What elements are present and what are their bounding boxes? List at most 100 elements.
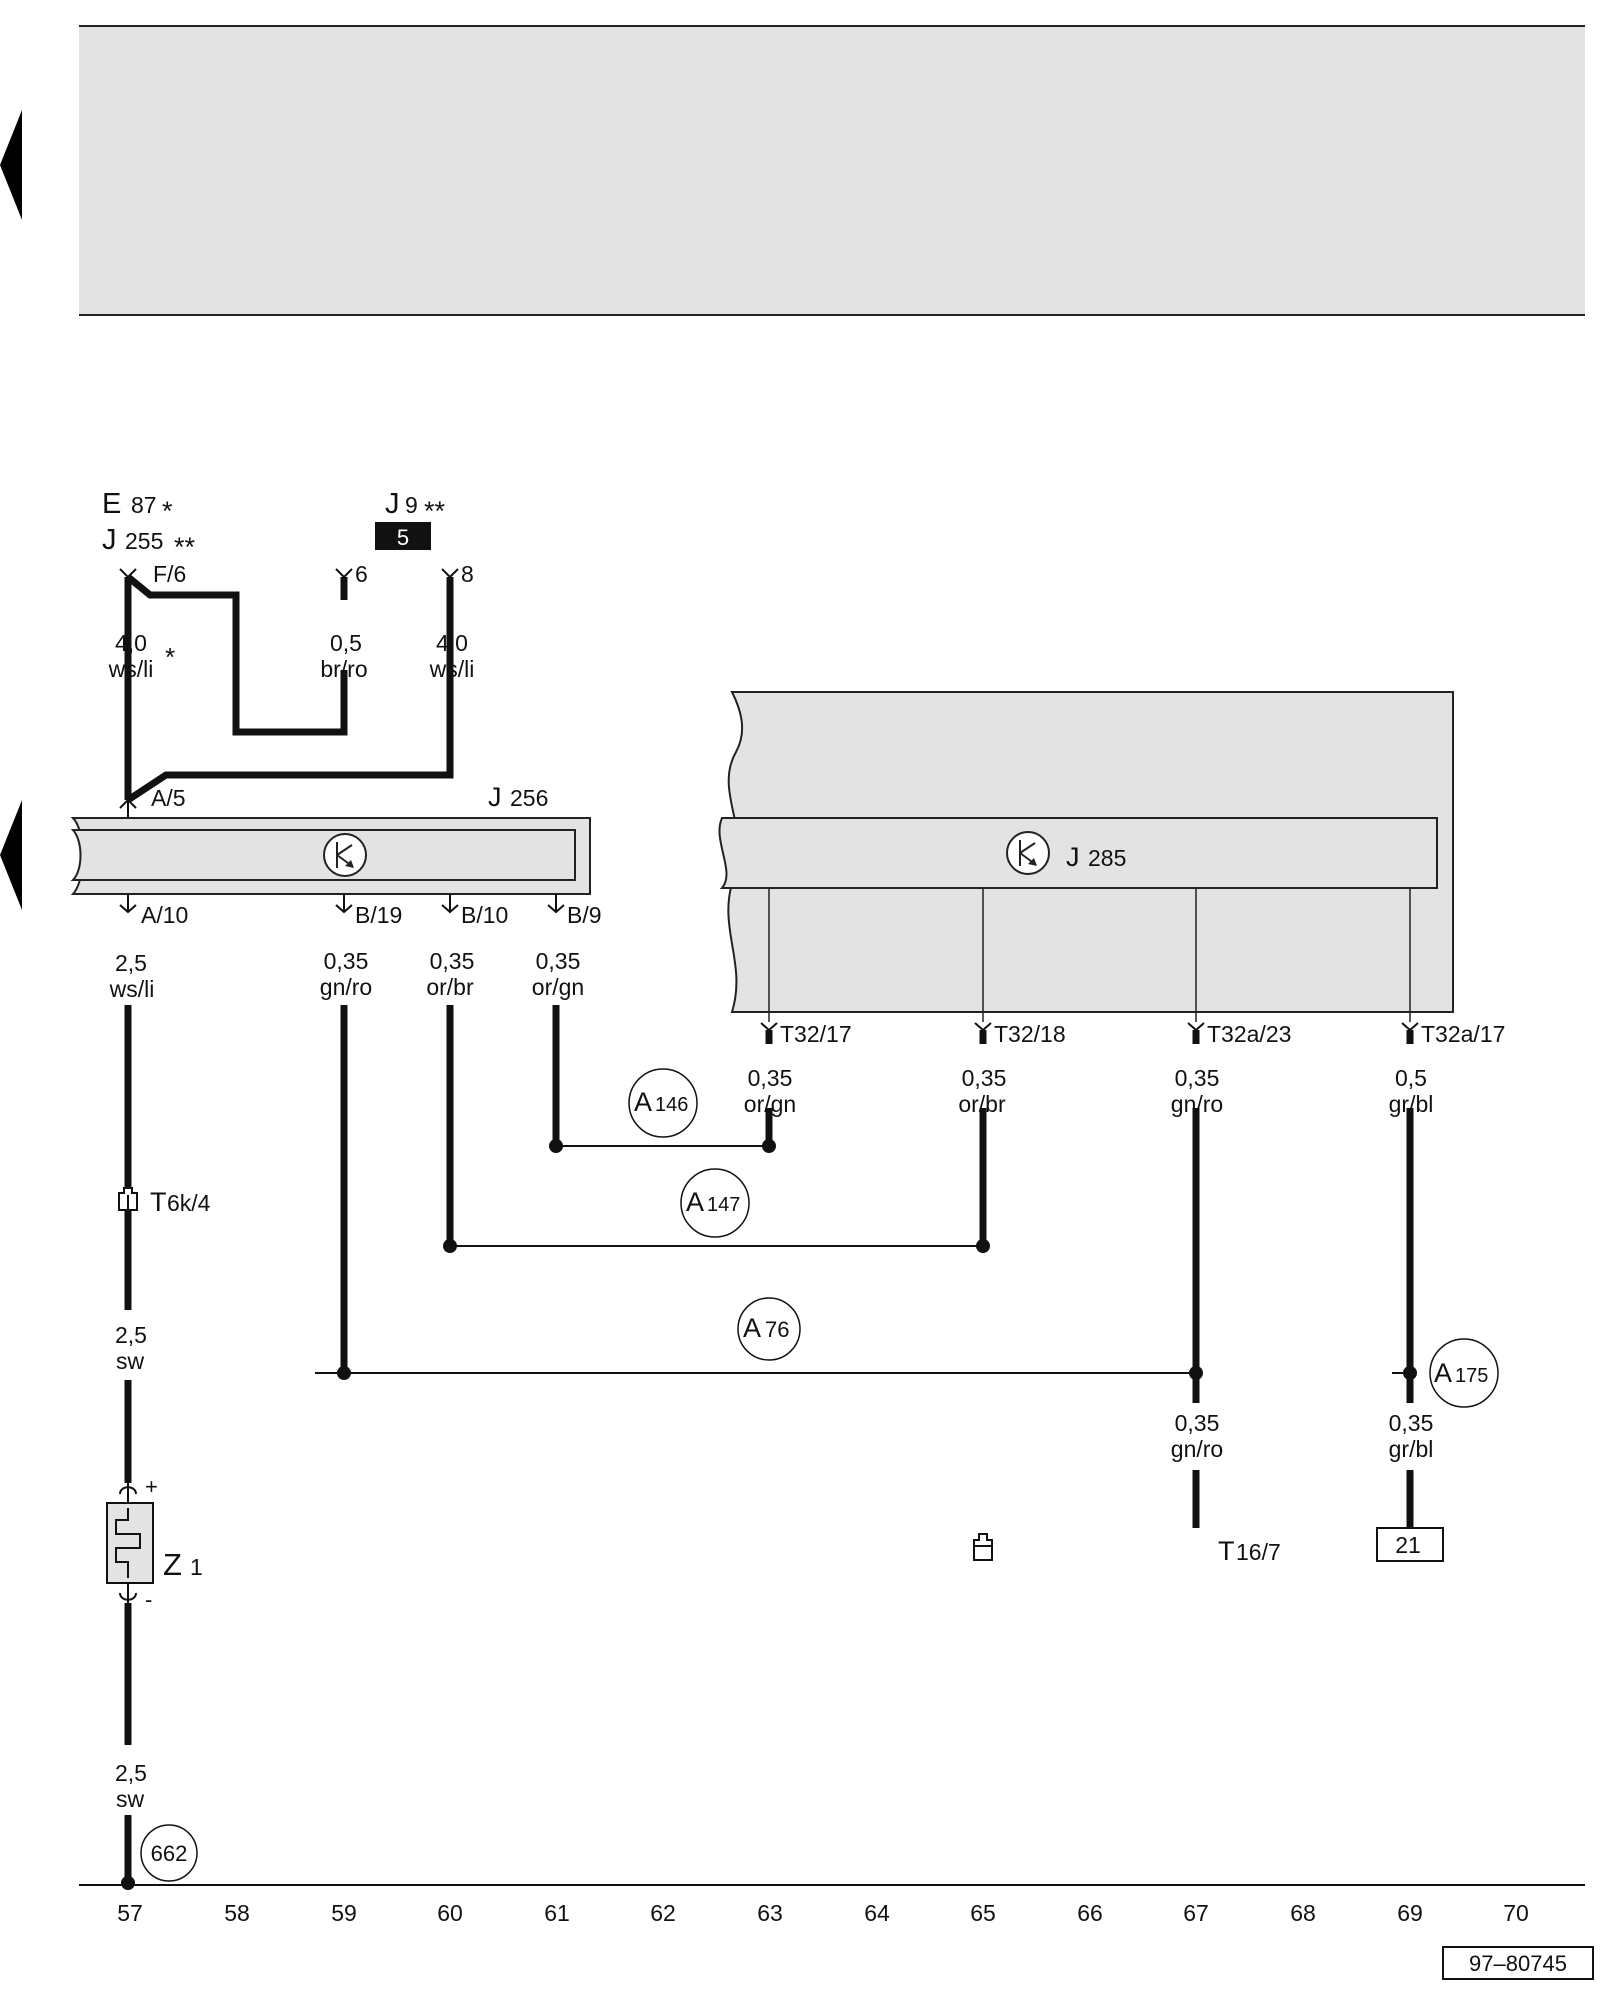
svg-text:146: 146 <box>655 1094 688 1116</box>
svg-text:0,5: 0,5 <box>330 630 362 656</box>
svg-text:57: 57 <box>117 1900 143 1926</box>
svg-text:J: J <box>1066 842 1080 872</box>
svg-text:F/6: F/6 <box>153 561 186 587</box>
svg-text:4,0: 4,0 <box>115 630 147 656</box>
svg-text:64: 64 <box>864 1900 890 1926</box>
svg-text:2,5: 2,5 <box>115 1760 147 1786</box>
reference-box-21: 21 <box>1376 1527 1444 1562</box>
svg-text:A/10: A/10 <box>141 902 188 928</box>
svg-text:66: 66 <box>1077 1900 1103 1926</box>
svg-text:br/ro: br/ro <box>320 656 367 682</box>
svg-text:175: 175 <box>1455 1365 1488 1387</box>
svg-text:662: 662 <box>151 1841 188 1866</box>
svg-text:gr/bl: gr/bl <box>1389 1436 1434 1462</box>
svg-text:J: J <box>488 782 502 812</box>
splice-a76: A 76 <box>737 1297 801 1361</box>
svg-text:8: 8 <box>461 561 474 587</box>
svg-text:4,0: 4,0 <box>436 630 468 656</box>
svg-text:or/gn: or/gn <box>744 1091 796 1117</box>
splice-a175: A 175 <box>1429 1338 1499 1408</box>
svg-text:Z: Z <box>163 1547 182 1582</box>
label-j256: J 256 <box>488 782 548 812</box>
svg-text:0,35: 0,35 <box>1389 1410 1434 1436</box>
j256-control-unit <box>70 817 591 895</box>
connector-t6k4: T 6k/4 <box>118 1187 211 1217</box>
svg-text:65: 65 <box>970 1900 996 1926</box>
svg-text:T32a/23: T32a/23 <box>1207 1021 1291 1047</box>
svg-text:**: ** <box>174 532 196 562</box>
ground-point-662: 662 <box>140 1824 198 1882</box>
svg-text:16/7: 16/7 <box>1236 1539 1281 1565</box>
splice-a147: A 147 <box>680 1168 750 1238</box>
svg-text:0,35: 0,35 <box>430 948 475 974</box>
svg-text:68: 68 <box>1290 1900 1316 1926</box>
svg-text:147: 147 <box>707 1194 740 1216</box>
svg-text:or/gn: or/gn <box>532 974 584 1000</box>
svg-text:0,35: 0,35 <box>1175 1065 1220 1091</box>
svg-text:0,35: 0,35 <box>748 1065 793 1091</box>
svg-text:T32/18: T32/18 <box>994 1021 1066 1047</box>
svg-text:285: 285 <box>1088 845 1126 871</box>
label-j285: J 285 <box>1066 842 1126 872</box>
svg-text:6: 6 <box>355 561 368 587</box>
svg-text:or/br: or/br <box>958 1091 1006 1117</box>
svg-text:2,5: 2,5 <box>115 950 147 976</box>
svg-text:A/5: A/5 <box>151 785 186 811</box>
svg-text:**: ** <box>424 496 446 526</box>
svg-text:76: 76 <box>765 1317 789 1342</box>
svg-text:T32a/17: T32a/17 <box>1421 1021 1505 1047</box>
svg-text:J: J <box>385 488 400 520</box>
svg-text:67: 67 <box>1183 1900 1209 1926</box>
svg-text:256: 256 <box>510 785 548 811</box>
svg-text:ws/li: ws/li <box>109 976 155 1002</box>
svg-text:6k/4: 6k/4 <box>167 1190 211 1216</box>
svg-text:0,5: 0,5 <box>1395 1065 1427 1091</box>
svg-text:63: 63 <box>757 1900 783 1926</box>
label-j255: J 255 ** <box>102 524 196 562</box>
svg-text:0,35: 0,35 <box>1175 1410 1220 1436</box>
drawing-id-box: 97–80745 <box>1442 1946 1594 1980</box>
svg-text:T32/17: T32/17 <box>780 1021 852 1047</box>
svg-text:A: A <box>634 1087 652 1117</box>
svg-text:1: 1 <box>190 1554 203 1580</box>
svg-text:87: 87 <box>131 492 157 518</box>
connector-t16-7: T 16/7 <box>973 1533 1281 1566</box>
svg-text:B/19: B/19 <box>355 902 402 928</box>
label-j9: J 9 ** <box>385 488 446 526</box>
svg-text:58: 58 <box>224 1900 250 1926</box>
header-panel <box>79 26 1585 315</box>
junction-dots <box>121 1139 1417 1890</box>
j285-control-unit <box>718 691 1454 1022</box>
j256-transistor-symbol <box>323 833 367 877</box>
j9-badge-box <box>375 522 431 550</box>
svg-text:0,35: 0,35 <box>324 948 369 974</box>
svg-text:T: T <box>1218 1536 1235 1566</box>
svg-text:sw: sw <box>116 1786 145 1812</box>
svg-text:21: 21 <box>1395 1532 1421 1558</box>
svg-text:gn/ro: gn/ro <box>1171 1436 1223 1462</box>
track-numbers: 57 58 59 60 61 62 63 64 65 66 67 68 69 7… <box>117 1900 1529 1926</box>
j9-badge: 5 <box>397 525 409 550</box>
svg-text:97–80745: 97–80745 <box>1469 1951 1567 1976</box>
svg-text:-: - <box>145 1587 152 1612</box>
svg-text:255: 255 <box>125 528 163 554</box>
svg-text:60: 60 <box>437 1900 463 1926</box>
svg-text:62: 62 <box>650 1900 676 1926</box>
label-e87: E 87 * <box>102 488 173 526</box>
svg-text:B/10: B/10 <box>461 902 508 928</box>
svg-text:A: A <box>743 1313 761 1343</box>
svg-text:69: 69 <box>1397 1900 1423 1926</box>
wires <box>124 574 1414 1883</box>
svg-text:2,5: 2,5 <box>115 1322 147 1348</box>
svg-text:or/br: or/br <box>426 974 474 1000</box>
page-arrow-middle[interactable] <box>0 800 22 910</box>
svg-text:B/9: B/9 <box>567 902 602 928</box>
svg-text:+: + <box>145 1474 158 1499</box>
page-arrow-top[interactable] <box>0 110 22 220</box>
svg-text:gn/ro: gn/ro <box>320 974 372 1000</box>
svg-text:*: * <box>162 496 173 526</box>
svg-text:0,35: 0,35 <box>962 1065 1007 1091</box>
svg-text:59: 59 <box>331 1900 357 1926</box>
svg-text:T: T <box>150 1187 167 1217</box>
